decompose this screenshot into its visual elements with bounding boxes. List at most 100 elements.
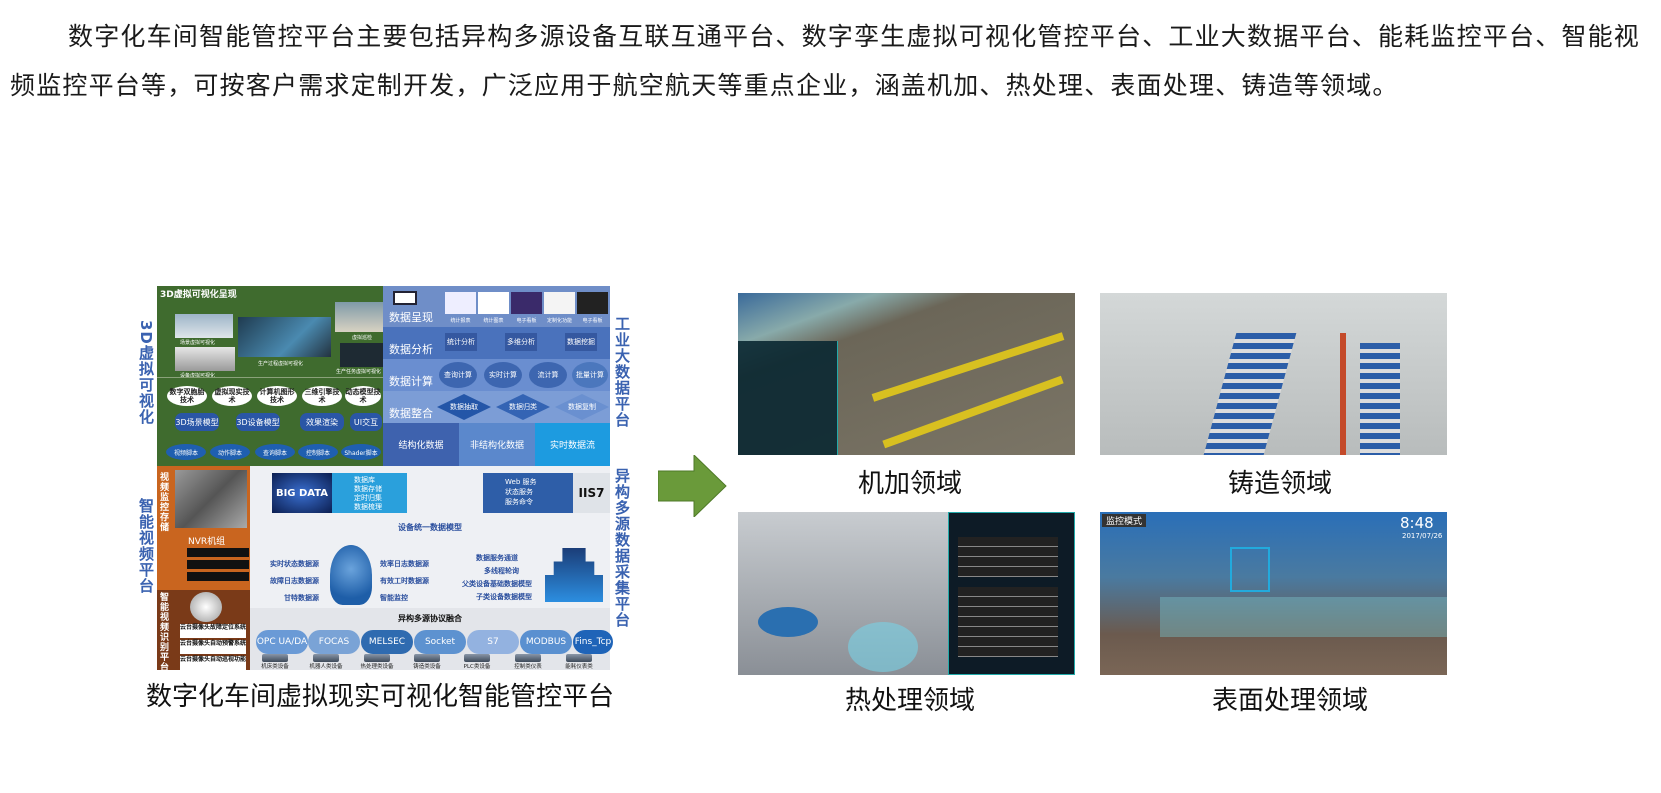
label-collection-platform: 异构多源数据采集平台 bbox=[613, 468, 631, 628]
database-item: 定时归集 bbox=[354, 494, 382, 502]
structured-data: 结构化数据 bbox=[383, 423, 459, 466]
display-item: 统计报表 bbox=[450, 318, 471, 324]
script-oval: 控制脚本 bbox=[298, 444, 338, 460]
clock-date: 2017/07/26 bbox=[1402, 532, 1443, 540]
model-layer: 多线程轮询 bbox=[484, 567, 519, 575]
script-oval: Shader脚本 bbox=[341, 444, 381, 460]
lightbulb-icon bbox=[330, 545, 372, 605]
source-right: 有效工时数据源 bbox=[380, 577, 429, 585]
label-video-platform: 智能视频平台 bbox=[137, 498, 155, 594]
model-layer: 子类设备数据模型 bbox=[476, 593, 532, 601]
device-label: 能耗仪表类 bbox=[565, 664, 593, 670]
source-left: 甘特数据源 bbox=[284, 594, 319, 602]
label-bigdata-platform: 工业大数据平台 bbox=[613, 316, 631, 428]
ai-item: 云台摄像头自动预警系统 bbox=[180, 640, 246, 654]
tech-cloud: 计算机图形技术 bbox=[257, 386, 297, 406]
analysis-item: 统计分析 bbox=[445, 333, 477, 351]
database-item: 数据梳理 bbox=[354, 503, 382, 511]
tech-cloud: 动态模型技术 bbox=[345, 386, 381, 406]
protocol-pill: Fins_Tcp bbox=[573, 630, 613, 654]
thumb-caption: 场景虚拟可视化 bbox=[180, 340, 216, 346]
web-item: 服务命令 bbox=[505, 498, 533, 506]
device-label: 铸造类设备 bbox=[413, 664, 441, 670]
task-thumb bbox=[340, 343, 383, 367]
machining-screenshot bbox=[738, 293, 1075, 455]
device-label: 热处理类设备 bbox=[360, 664, 394, 670]
tech-cloud: 虚拟现实技术 bbox=[212, 386, 252, 406]
model-pill: 3D设备模型 bbox=[236, 413, 280, 431]
ai-item: 云台摄像头自动巡视功能 bbox=[180, 656, 246, 670]
right-arrow-icon bbox=[658, 455, 727, 517]
bigdata-logo: BIG DATA bbox=[272, 473, 332, 513]
domain-label-surface-treatment: 表面处理领域 bbox=[1211, 686, 1368, 716]
monitor-icon bbox=[393, 291, 417, 305]
model-pill: UI交互 bbox=[350, 413, 382, 431]
source-right: 效率日志数据源 bbox=[380, 560, 429, 568]
web-service-box: Web 服务 状态服务 服务命令 bbox=[483, 473, 573, 513]
realtime-data-stream: 实时数据流 bbox=[535, 423, 610, 466]
iis7-logo: IIS7 bbox=[573, 473, 610, 513]
row-data-analysis: 数据分析 统计分析 多维分析 数据挖掘 bbox=[383, 327, 610, 359]
device-label: 控制类仪表 bbox=[514, 664, 542, 670]
display-item: 统计图表 bbox=[483, 318, 504, 324]
thumb-caption: 设备虚拟可视化 bbox=[180, 373, 216, 379]
web-item: 状态服务 bbox=[505, 488, 533, 496]
row-label: 数据分析 bbox=[389, 343, 433, 356]
device-label: PLC类设备 bbox=[463, 664, 491, 670]
ai-item: 云台摄像头故障定位系统 bbox=[180, 624, 246, 638]
tech-cloud: 三维引擎技术 bbox=[302, 386, 342, 406]
casting-screenshot bbox=[1100, 293, 1447, 455]
row-label: 数据整合 bbox=[389, 407, 433, 420]
integration-item: 数据抽取 bbox=[437, 394, 491, 420]
row-label: 数据计算 bbox=[389, 375, 433, 388]
database-item: 数据存储 bbox=[354, 485, 382, 493]
clock-time: 8:48 bbox=[1400, 514, 1434, 532]
heat-treatment-screenshot bbox=[738, 512, 1075, 675]
script-oval: 查询脚本 bbox=[255, 444, 295, 460]
scene-thumb bbox=[175, 314, 233, 338]
protocol-pill: S7 bbox=[467, 630, 519, 654]
compute-item: 批量计算 bbox=[572, 362, 608, 388]
row-data-compute: 数据计算 查询计算 实时计算 流计算 批量计算 bbox=[383, 359, 610, 391]
thumb-caption: 生产任务虚拟可视化 bbox=[336, 369, 382, 375]
surface-treatment-screenshot: 监控模式 8:48 2017/07/26 bbox=[1100, 512, 1447, 675]
model-title: 设备统一数据模型 bbox=[398, 523, 462, 532]
model-layer: 父类设备基础数据模型 bbox=[462, 580, 532, 588]
thumb-caption: 虚拟巡检 bbox=[352, 335, 373, 341]
unstructured-data: 非结构化数据 bbox=[459, 423, 535, 466]
analysis-item: 多维分析 bbox=[505, 333, 537, 351]
process-thumb bbox=[238, 317, 331, 357]
monitor-mode-label: 监控模式 bbox=[1102, 514, 1147, 527]
row-label: 数据呈现 bbox=[389, 311, 433, 324]
source-left: 故障日志数据源 bbox=[270, 577, 319, 585]
web-title: Web 服务 bbox=[505, 478, 537, 486]
protocol-title: 异构多源协议融合 bbox=[398, 614, 462, 623]
source-left: 实时状态数据源 bbox=[270, 560, 319, 568]
ai-video-title: 智能视频识别平台 bbox=[158, 592, 168, 672]
protocol-pill: MELSEC bbox=[361, 630, 413, 654]
row-data-integration: 数据整合 数据抽取 数据归类 数据复制 bbox=[383, 391, 610, 423]
protocol-pill: Socket bbox=[414, 630, 466, 654]
equipment-thumb bbox=[175, 347, 235, 371]
script-oval: 视频脚本 bbox=[166, 444, 206, 460]
inspection-thumb bbox=[335, 302, 383, 332]
domain-label-heat-treatment: 热处理领域 bbox=[844, 686, 975, 716]
analysis-item: 数据挖掘 bbox=[565, 333, 597, 351]
model-pill: 效果渲染 bbox=[300, 413, 344, 431]
device-label: 机器人类设备 bbox=[309, 664, 343, 670]
protocol-pill: MODBUS bbox=[520, 630, 572, 654]
integration-item: 数据复制 bbox=[555, 394, 609, 420]
ptz-camera-icon bbox=[190, 592, 222, 622]
compute-item: 实时计算 bbox=[484, 362, 522, 388]
protocol-pill: FOCAS bbox=[308, 630, 360, 654]
display-item: 电子看板 bbox=[582, 318, 603, 324]
model-pill: 3D场景模型 bbox=[175, 413, 219, 431]
label-3d-visualization: 3D虚拟可视化 bbox=[137, 320, 155, 425]
device-label: 机床类设备 bbox=[261, 664, 289, 670]
intro-paragraph: 数字化车间智能管控平台主要包括异构多源设备互联互通平台、数字孪生虚拟可视化管控平… bbox=[10, 22, 1641, 100]
integration-item: 数据归类 bbox=[496, 394, 550, 420]
display-item: 定制化功能 bbox=[546, 318, 572, 324]
compute-item: 流计算 bbox=[529, 362, 567, 388]
row-data-display: 数据呈现 统计报表 统计图表 电子看板 定制化功能 电子看板 bbox=[383, 286, 610, 327]
compute-item: 查询计算 bbox=[439, 362, 477, 388]
